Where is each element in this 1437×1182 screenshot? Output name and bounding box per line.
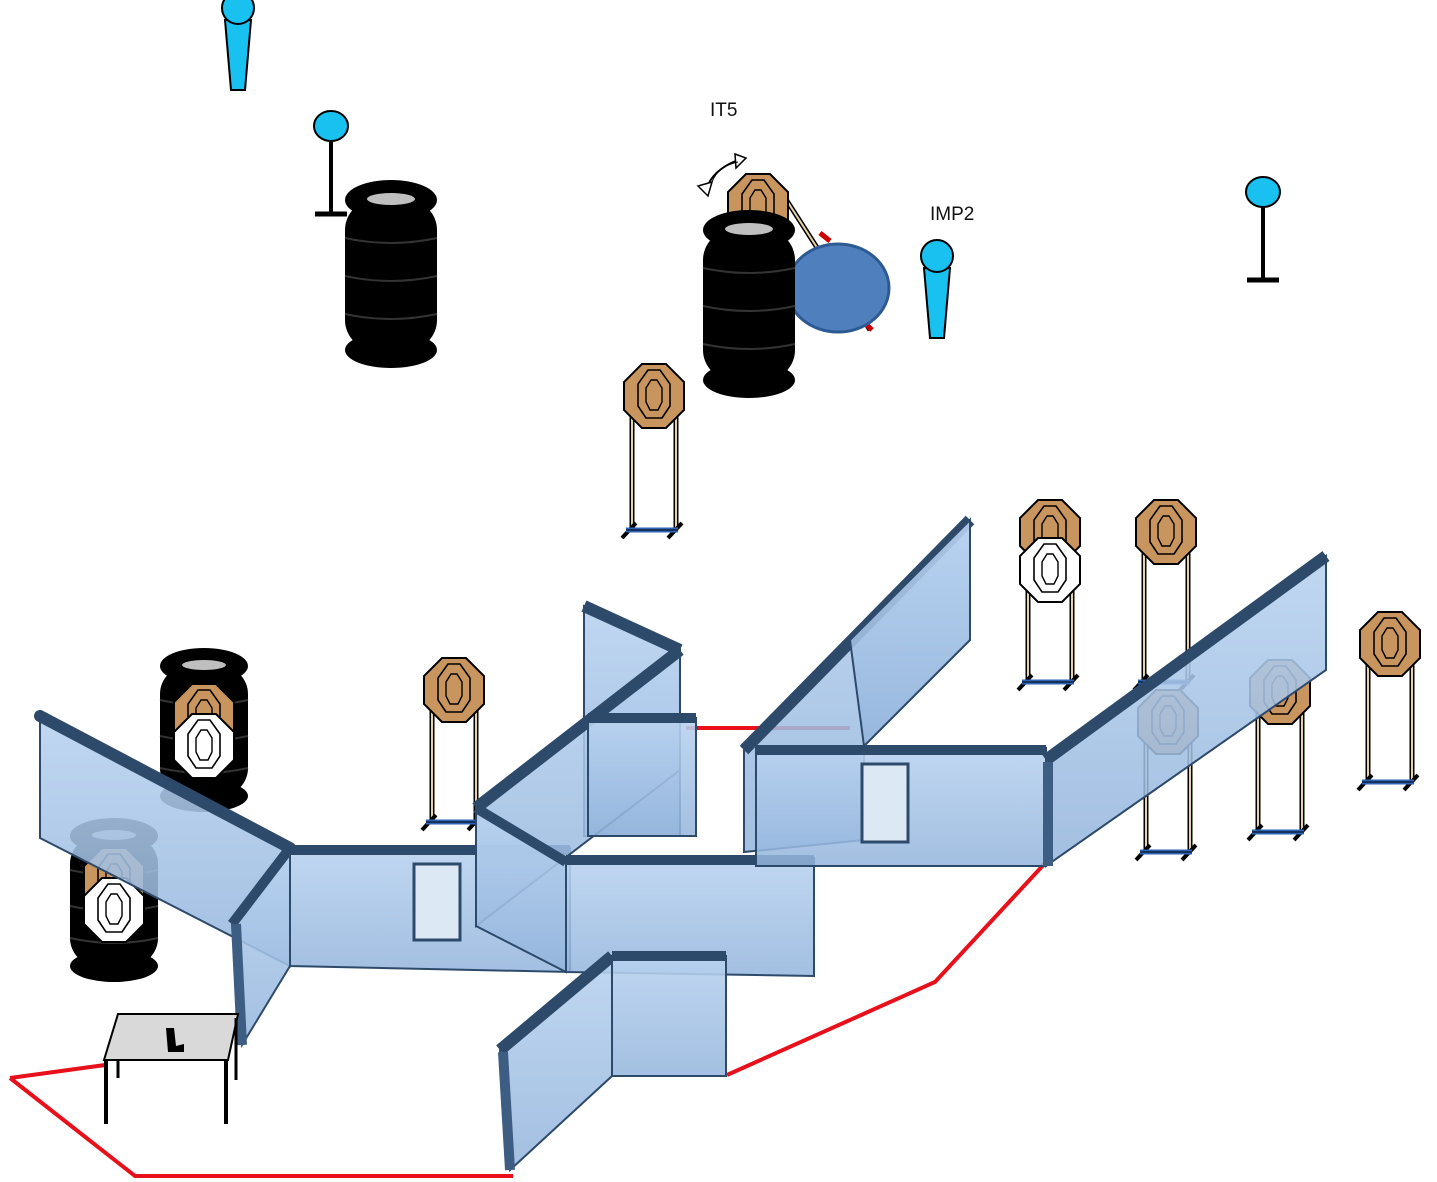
octagon-target-icon (1135, 499, 1197, 565)
pistol-icon (166, 1028, 184, 1052)
no-shoot-target-icon (1019, 537, 1081, 603)
octagon-target-icon (1359, 611, 1421, 677)
moving-target-group (696, 152, 891, 399)
tire-stack-icon (702, 209, 796, 399)
rotate-arrow-icon (696, 152, 748, 198)
label-it5: IT5 (710, 100, 737, 121)
octagon-target-icon (623, 363, 685, 429)
wall-panel (848, 517, 971, 749)
octagon-target-icon (423, 657, 485, 723)
steel-popper-icon (920, 239, 954, 339)
swinging-disc (785, 242, 891, 334)
wall-window (860, 762, 910, 844)
no-shoot-target-icon (173, 713, 235, 779)
steel-plate-icon (1246, 177, 1280, 280)
steel-plate-icon (314, 111, 348, 214)
wall-panel (498, 953, 613, 1173)
walls (34, 515, 1330, 1173)
start-table (102, 1013, 240, 1124)
steel-popper-icon (221, 0, 255, 91)
wall-panel (587, 717, 697, 837)
tire-stack-icon (344, 179, 438, 369)
wall-panel (611, 955, 727, 1077)
label-imp2: IMP2 (930, 204, 974, 225)
wall-window (412, 862, 462, 942)
